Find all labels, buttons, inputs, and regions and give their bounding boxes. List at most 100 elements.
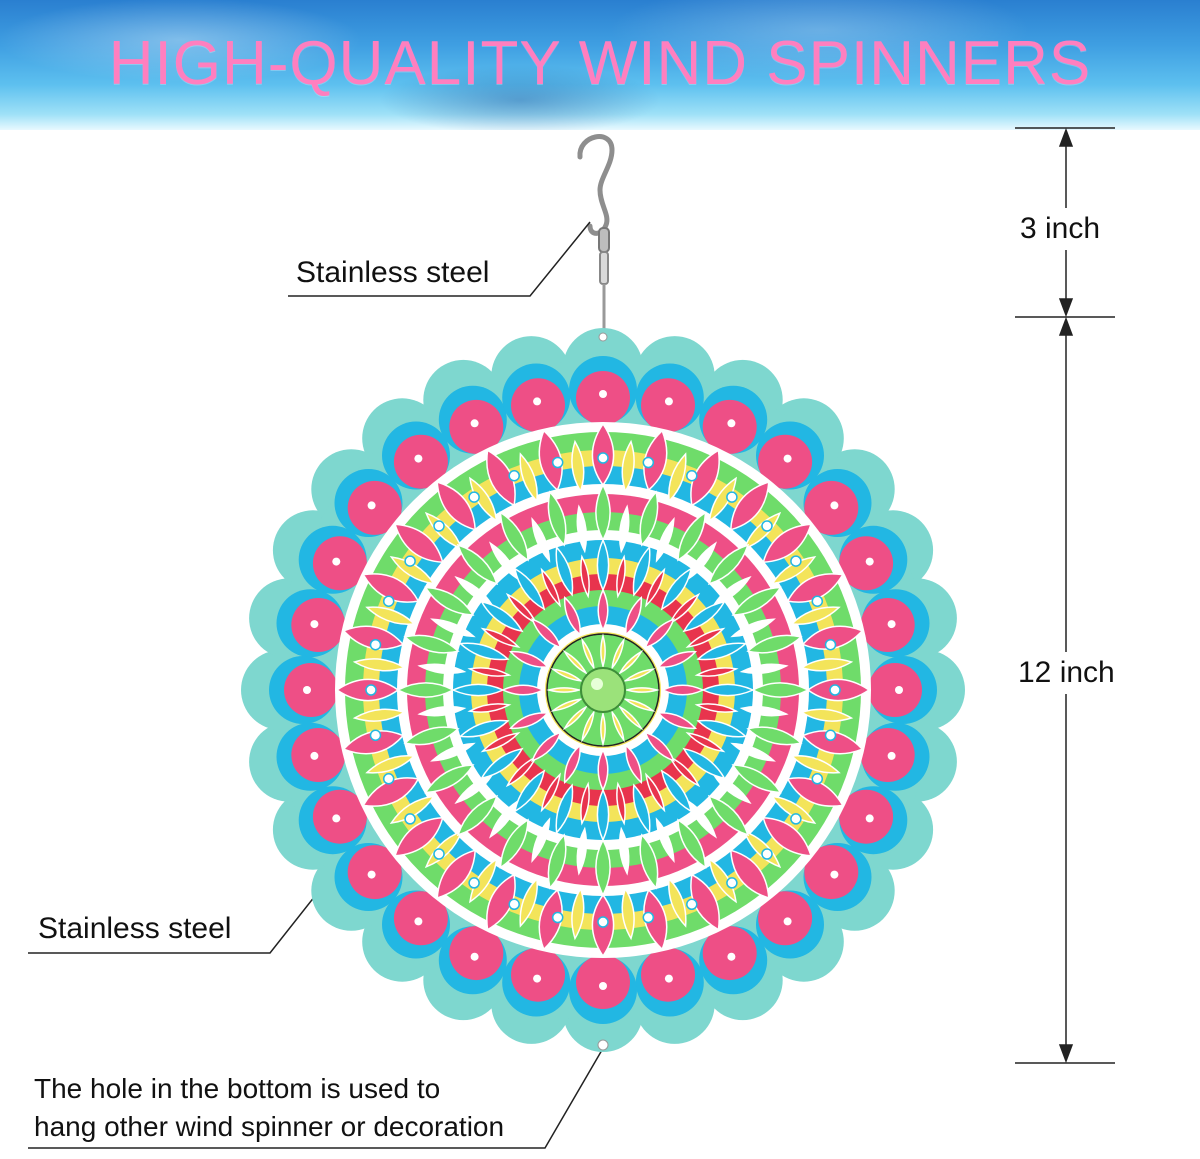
petal-dot <box>830 501 839 510</box>
top-dimension-label: 3 inch <box>1014 208 1107 250</box>
inner-petal <box>597 748 609 792</box>
petal-dot <box>727 952 736 961</box>
petal-dot <box>865 557 874 566</box>
green-petal <box>547 833 567 890</box>
ring-dot <box>642 456 655 469</box>
white-petal <box>712 576 752 607</box>
white-petal <box>417 705 467 717</box>
pink-petal <box>511 947 565 1002</box>
petal-dot <box>887 751 896 760</box>
green-petal <box>396 682 455 698</box>
yellow-petal <box>365 606 416 625</box>
white-petal <box>454 773 494 804</box>
outer-petal <box>342 625 405 650</box>
yellow-petal <box>790 606 841 625</box>
inner-petal <box>531 618 562 649</box>
red-star-point <box>685 627 726 648</box>
ring-dot <box>829 684 841 696</box>
yellow-petal <box>571 886 585 941</box>
petal-dot <box>533 397 542 406</box>
red-star-point <box>645 567 666 608</box>
yellow-petal <box>469 476 498 523</box>
outer-petal <box>486 449 516 507</box>
dimension-marker <box>1015 127 1115 1064</box>
ring-dot <box>468 877 480 889</box>
inner-petal <box>501 684 545 696</box>
center-ray <box>618 649 644 675</box>
center-ray <box>546 687 582 693</box>
ring-dot <box>642 911 655 924</box>
bottom-hole <box>597 1039 609 1051</box>
outer-petal <box>801 625 864 650</box>
petal-dot <box>865 814 874 823</box>
inner-petal <box>531 731 562 762</box>
yellow-petal <box>668 877 687 928</box>
white-petal <box>489 541 520 581</box>
blue-petal <box>596 788 610 842</box>
yellow-petal <box>668 452 687 503</box>
white-petal <box>417 663 467 675</box>
blue-petal <box>632 783 651 835</box>
blue-petal <box>480 600 524 633</box>
gem-highlight <box>591 678 603 690</box>
blue-petal <box>458 719 510 738</box>
petal-dot <box>414 917 423 926</box>
mandala-spinner <box>241 328 965 1052</box>
center-ray <box>581 709 595 743</box>
blue-petal <box>682 600 726 633</box>
green-petal <box>746 634 803 654</box>
ocean-banner: HIGH-QUALITY WIND SPINNERS <box>0 0 1200 130</box>
yellow-petal <box>770 795 817 824</box>
petal-dot <box>783 917 792 926</box>
center-ray <box>600 711 606 747</box>
petal-dot <box>895 686 903 694</box>
pink-petal <box>291 598 346 652</box>
outer-petal <box>393 523 444 564</box>
green-petal <box>707 794 750 837</box>
green-petal <box>707 543 750 586</box>
center-ray <box>622 668 656 682</box>
outer-petal <box>342 730 405 755</box>
red-star-point <box>616 781 626 826</box>
petal-dot <box>727 419 736 428</box>
ring-dot <box>597 452 609 464</box>
center-ray <box>618 705 644 731</box>
outer-petal <box>762 816 813 857</box>
ring-dot <box>433 520 445 532</box>
inner-petal <box>563 595 581 637</box>
ring-dot <box>508 898 520 911</box>
ring-dot <box>551 456 564 469</box>
center-ray <box>550 668 584 682</box>
blue-petal <box>555 783 574 835</box>
outer-petal <box>690 449 720 507</box>
swivel-connector <box>598 227 610 336</box>
inner-petal <box>656 712 698 730</box>
pink-petal <box>511 378 565 433</box>
white-petal <box>531 817 551 863</box>
outer-petal <box>729 849 770 900</box>
outer-petal <box>643 888 668 951</box>
s-hook-icon <box>577 134 615 236</box>
blue-petal <box>596 538 610 592</box>
yellow-petal <box>352 658 407 672</box>
ring-dot <box>811 773 824 785</box>
blue-petal <box>696 642 748 661</box>
pink-petal <box>860 728 915 782</box>
center-ray <box>622 698 656 712</box>
ring-dot <box>761 520 773 532</box>
center-ray <box>562 649 588 675</box>
ring-dot <box>824 638 837 651</box>
red-star-point <box>685 732 726 753</box>
center-ray <box>611 709 625 743</box>
outer-petal <box>786 573 844 603</box>
green-petal <box>639 490 659 547</box>
white-petal <box>576 826 588 876</box>
green-petal <box>731 586 782 616</box>
petal-dot <box>470 952 479 961</box>
yellow-petal <box>519 452 538 503</box>
hole-leader-line <box>28 1049 603 1149</box>
ring-dot <box>369 638 382 651</box>
ring-dot <box>597 916 609 928</box>
white-petal <box>712 773 752 804</box>
blue-petal <box>513 769 546 813</box>
